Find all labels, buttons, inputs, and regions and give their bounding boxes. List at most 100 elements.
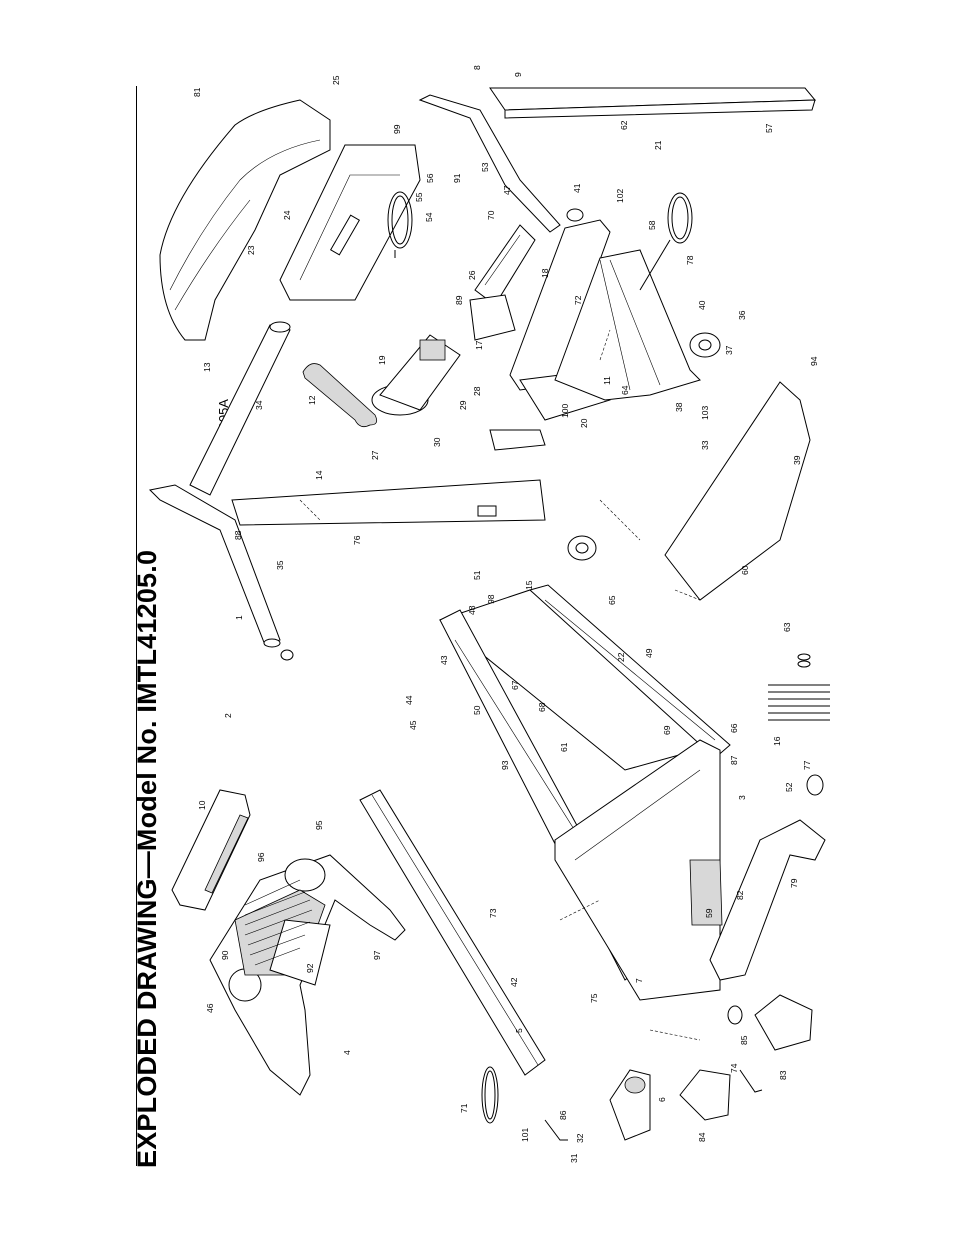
part-label: 79 — [789, 878, 799, 888]
part-label: 10 — [197, 800, 207, 810]
part-label: 39 — [792, 455, 802, 465]
part-label: 25 — [331, 75, 341, 85]
part-label: 55 — [414, 192, 424, 202]
part-label: 5 — [514, 1028, 524, 1033]
part-label: 46 — [205, 1003, 215, 1013]
leader-lines — [299, 329, 701, 1041]
part-label: 94 — [809, 356, 819, 366]
part-wire-71 — [481, 1066, 499, 1124]
part-label: 41 — [572, 183, 582, 193]
part-bracket-26 — [474, 224, 536, 306]
part-label: 101 — [520, 1128, 530, 1142]
part-label: 75 — [589, 993, 599, 1003]
part-label: 56 — [425, 173, 435, 183]
part-label: 50 — [472, 705, 482, 715]
part-label: 6 — [657, 1097, 667, 1102]
part-label: 72 — [573, 295, 583, 305]
part-handrail-47 — [418, 94, 584, 233]
part-feet-84-85 — [679, 994, 813, 1121]
title-divider — [136, 86, 137, 1166]
part-belt-12 — [302, 363, 378, 428]
part-label: 67 — [510, 680, 520, 690]
part-console-46 — [209, 854, 406, 1096]
part-label: 43 — [439, 655, 449, 665]
part-label: 42 — [509, 977, 519, 987]
part-motor-hood — [159, 99, 331, 341]
drawing-artwork — [148, 87, 830, 1141]
part-label: 11 — [602, 376, 612, 385]
part-label: 12 — [307, 395, 317, 405]
part-label: 82 — [735, 890, 745, 900]
part-label: 1 — [234, 615, 244, 620]
part-label: 87 — [729, 755, 739, 765]
part-deck-frame — [359, 584, 731, 1076]
part-incline-motor-6 — [609, 1069, 651, 1141]
part-label: 34 — [254, 400, 264, 410]
part-console-10 — [171, 789, 251, 911]
part-label: 24 — [282, 210, 292, 220]
part-number-labels: 1 2 3 4 5 6 7 8 9 10 11 12 13 14 15 16 1… — [192, 65, 819, 1163]
part-label: 29 — [458, 400, 468, 410]
part-label: 84 — [697, 1132, 707, 1142]
part-label: 66 — [729, 723, 739, 733]
part-label: 103 — [700, 406, 710, 420]
part-wheel-37 — [567, 332, 721, 561]
part-cords-16 — [768, 684, 830, 721]
part-label: 60 — [740, 565, 750, 575]
part-label: 85 — [739, 1035, 749, 1045]
part-label: 97 — [372, 950, 382, 960]
part-label: 57 — [764, 123, 774, 133]
part-bracket-24 — [279, 144, 421, 301]
part-label: 90 — [220, 950, 230, 960]
part-label: 91 — [452, 173, 462, 183]
part-label: 78 — [685, 255, 695, 265]
part-tools — [544, 1069, 763, 1141]
part-label: 59 — [704, 908, 714, 918]
part-label: 54 — [424, 212, 434, 222]
part-label: 98 — [486, 594, 496, 604]
part-label: 73 — [488, 908, 498, 918]
part-label: 2 — [223, 713, 233, 718]
part-label: 92 — [305, 963, 315, 973]
part-label: 63 — [782, 622, 792, 632]
part-label: 49 — [644, 648, 654, 658]
part-label: 86 — [558, 1110, 568, 1120]
part-label: 51 — [472, 570, 482, 580]
part-label: 28 — [472, 386, 482, 396]
part-label: 95 — [314, 820, 324, 830]
part-label: 4 — [342, 1050, 352, 1055]
part-label: 9 — [513, 72, 523, 77]
part-label: 30 — [432, 437, 442, 447]
part-label: 17 — [474, 340, 484, 350]
part-label: 8 — [472, 65, 482, 70]
part-label: 19 — [377, 355, 387, 365]
part-label: 44 — [404, 695, 414, 705]
part-label: 21 — [653, 140, 663, 150]
part-label: 15 — [524, 580, 534, 590]
part-loops-63 — [797, 653, 811, 668]
part-label: 77 — [802, 760, 812, 770]
part-label: 88 — [233, 530, 243, 540]
part-label: 45 — [408, 720, 418, 730]
part-label: 52 — [784, 782, 794, 792]
part-label: 33 — [700, 440, 710, 450]
part-tube-34 — [189, 321, 291, 496]
part-frame-11 — [489, 219, 701, 451]
part-label: 58 — [647, 220, 657, 230]
part-label: 37 — [724, 345, 734, 355]
part-label: 74 — [729, 1063, 739, 1073]
part-wire-54 — [387, 191, 413, 258]
part-motor-19 — [371, 334, 461, 416]
part-label: 64 — [620, 385, 630, 395]
part-label: 40 — [697, 300, 707, 310]
part-label: 102 — [615, 189, 625, 203]
part-label: 89 — [454, 295, 464, 305]
part-label: 65 — [607, 595, 617, 605]
part-label: 48 — [467, 605, 477, 615]
part-label: 38 — [674, 402, 684, 412]
part-bracket-89 — [469, 294, 516, 341]
part-label: 53 — [480, 162, 490, 172]
part-label: 35 — [275, 560, 285, 570]
